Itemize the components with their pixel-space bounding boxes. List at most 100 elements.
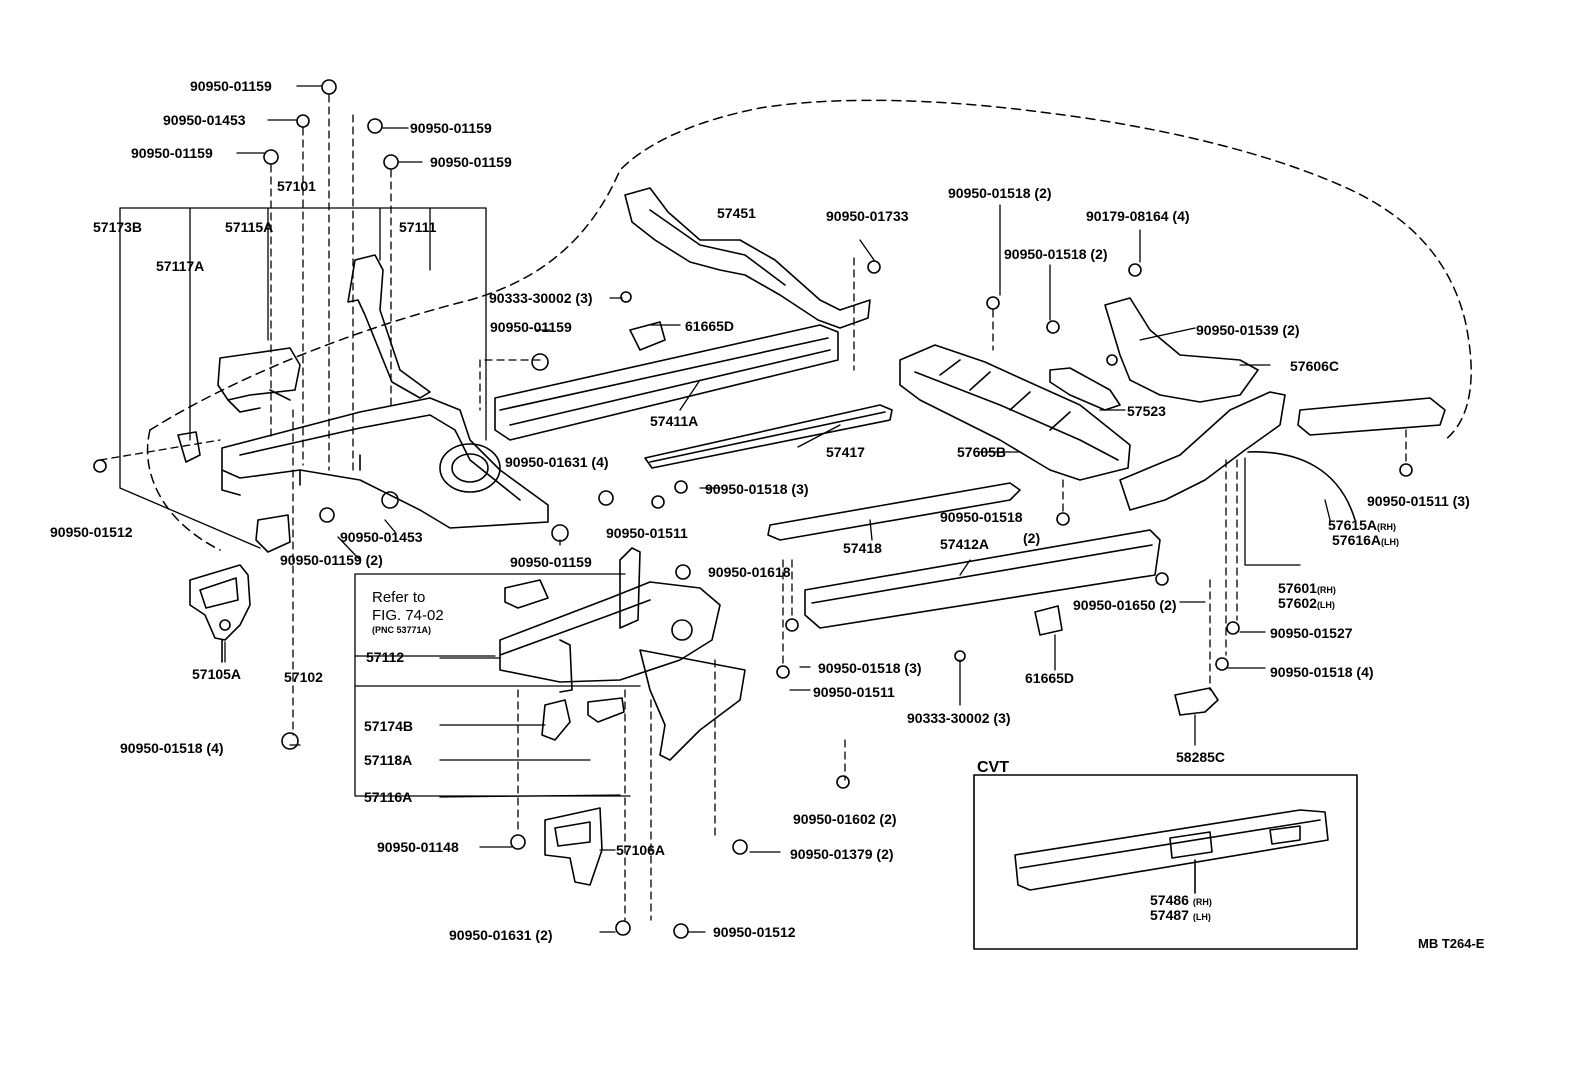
label-90950-01511: 90950-01511 <box>606 525 688 541</box>
rail-57412A <box>804 529 1161 636</box>
dashed-leaders <box>99 94 1407 921</box>
label-57602-side: (LH) <box>1316 600 1335 610</box>
label-57118A: 57118A <box>364 752 413 768</box>
label-90333-30002-3: 90333-30002 (3) <box>907 710 1011 726</box>
label-90950-01618: 90950-01618 <box>708 564 791 580</box>
label-57486-side: (RH) <box>1192 897 1212 907</box>
refer-line-3: (PNC 53771A) <box>372 625 432 635</box>
label-90950-01453: 90950-01453 <box>340 529 423 545</box>
rear-pan-57605B <box>899 344 1131 481</box>
refer-line-2: FIG. 74-02 <box>372 607 444 624</box>
refer-box-lines <box>354 573 641 797</box>
diagram-code: MB T264-E <box>1418 936 1485 951</box>
label-57487-side: (LH) <box>1192 912 1211 922</box>
label-90950-01518: 90950-01518 <box>940 509 1023 525</box>
label-57606C: 57606C <box>1290 358 1340 374</box>
label-57106A: 57106A <box>616 842 666 858</box>
crossmember-57451 <box>624 187 871 329</box>
label-57411A: 57411A <box>650 413 699 429</box>
label-90950-01518-4: 90950-01518 (4) <box>1270 664 1374 680</box>
label-57101: 57101 <box>277 178 316 194</box>
label-90950-01602-2: 90950-01602 (2) <box>793 811 897 827</box>
label-57417: 57417 <box>826 444 865 460</box>
group-bracket-left <box>119 207 487 549</box>
label-57615A-side: (RH) <box>1377 522 1397 532</box>
label-57616A-num: 57616A <box>1332 532 1382 548</box>
label-qty-2: (2) <box>1023 530 1041 546</box>
label-90333-30002-3: 90333-30002 (3) <box>489 290 593 306</box>
label-90950-01650-2: 90950-01650 (2) <box>1073 597 1177 613</box>
label-90950-01379-2: 90950-01379 (2) <box>790 846 894 862</box>
bracket-57105A <box>189 564 251 663</box>
label-90950-01512: 90950-01512 <box>50 524 133 540</box>
label-57486: 57486 (RH) <box>1150 893 1212 907</box>
label-58285C: 58285C <box>1176 749 1226 765</box>
label-90950-01518-3: 90950-01518 (3) <box>705 481 809 497</box>
label-57615A: 57615A(RH) <box>1328 518 1396 532</box>
label-57487: 57487 (LH) <box>1150 908 1211 922</box>
label-57451: 57451 <box>717 205 756 221</box>
label-90950-01518-2: 90950-01518 (2) <box>948 185 1052 201</box>
label-57486-num: 57486 <box>1150 892 1189 908</box>
label-61665D: 61665D <box>1025 670 1075 686</box>
label-57616A: 57616A(LH) <box>1332 533 1399 547</box>
label-57601-side: (RH) <box>1316 585 1336 595</box>
label-57615A-num: 57615A <box>1328 517 1378 533</box>
label-90950-01159: 90950-01159 <box>430 154 512 170</box>
label-57111: 57111 <box>399 219 437 235</box>
label-90950-01527: 90950-01527 <box>1270 625 1353 641</box>
label-57412A: 57412A <box>940 536 990 552</box>
cvt-box-title: CVT <box>977 759 1009 776</box>
label-90950-01148: 90950-01148 <box>377 839 459 855</box>
label-57174B: 57174B <box>364 718 414 734</box>
label-57105A: 57105A <box>192 666 242 682</box>
label-90950-01518-2: 90950-01518 (2) <box>1004 246 1108 262</box>
label-57418: 57418 <box>843 540 882 556</box>
label-90950-01539-2: 90950-01539 (2) <box>1196 322 1300 338</box>
label-90950-01159: 90950-01159 <box>510 554 592 570</box>
body-outline <box>149 99 1472 441</box>
label-90950-01453: 90950-01453 <box>163 112 246 128</box>
label-57173B: 57173B <box>93 219 143 235</box>
label-57602: 57602(LH) <box>1278 596 1335 610</box>
refer-line-1: Refer to <box>372 589 426 606</box>
label-57602-num: 57602 <box>1278 595 1317 611</box>
label-57601-num: 57601 <box>1278 580 1317 596</box>
label-57605B: 57605B <box>957 444 1007 460</box>
front-side-member <box>499 547 746 886</box>
label-90950-01511-3: 90950-01511 (3) <box>1367 493 1470 509</box>
label-57117A: 57117A <box>156 258 205 274</box>
label-90179-08164-4: 90179-08164 (4) <box>1086 208 1190 224</box>
label-90950-01159: 90950-01159 <box>131 145 213 161</box>
label-90950-01518-4: 90950-01518 (4) <box>120 740 224 756</box>
label-90950-01518-3: 90950-01518 (3) <box>818 660 922 676</box>
fasteners <box>93 79 1413 939</box>
rail-57417 <box>644 404 893 469</box>
rear-member-57601 <box>1119 391 1446 716</box>
label-90950-01511: 90950-01511 <box>813 684 895 700</box>
label-57116A: 57116A <box>364 789 413 805</box>
rear-floor-left <box>177 254 549 553</box>
label-57112: 57112 <box>366 649 405 665</box>
label-90950-01631-2: 90950-01631 (2) <box>449 927 553 943</box>
label-57616A-side: (LH) <box>1381 537 1400 547</box>
label-57487-num: 57487 <box>1150 907 1189 923</box>
label-57523: 57523 <box>1127 403 1166 419</box>
label-90950-01733: 90950-01733 <box>826 208 909 224</box>
label-57115A: 57115A <box>225 219 274 235</box>
rail-57418 <box>767 482 1021 541</box>
label-61665D: 61665D <box>685 318 735 334</box>
label-90950-01159: 90950-01159 <box>410 120 492 136</box>
cvt-box <box>973 774 1358 950</box>
body-outline-lower <box>146 429 221 551</box>
label-90950-01159-2: 90950-01159 (2) <box>280 552 383 568</box>
label-90950-01159: 90950-01159 <box>190 78 272 94</box>
label-57601: 57601(RH) <box>1278 581 1336 595</box>
label-90950-01159: 90950-01159 <box>490 319 572 335</box>
label-57102: 57102 <box>284 669 323 685</box>
leader-lines <box>224 85 1331 933</box>
bracket-57606C <box>1049 297 1259 411</box>
label-90950-01631-4: 90950-01631 (4) <box>505 454 609 470</box>
